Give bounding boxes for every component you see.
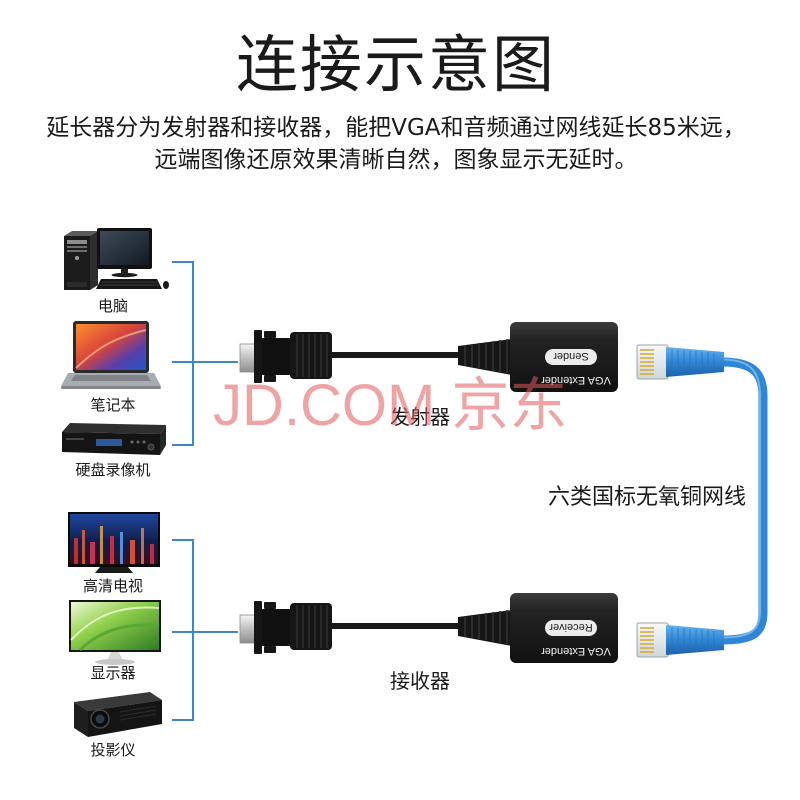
receiver-extender-box: Receiver VGA Extender	[510, 593, 618, 663]
sender-badge-text: Sender	[553, 350, 589, 362]
display-bracket	[172, 539, 238, 721]
description-line-1: 延长器分为发射器和接收器，能把VGA和音频通过网线延长85米远，	[46, 115, 746, 141]
network-cable	[717, 357, 768, 645]
sender-badge	[545, 349, 597, 365]
device-label-monitor: 显示器	[90, 664, 136, 682]
sender-strain-relief	[458, 339, 512, 375]
device-label-tv: 高清电视	[82, 577, 143, 595]
receiver-model-text: VGA Extender	[541, 645, 611, 657]
sender-vga-connector	[239, 330, 332, 383]
device-label-dvr: 硬盘录像机	[75, 461, 151, 479]
sender-extender-box: Sender VGA Extender	[510, 322, 618, 392]
page-title: 连接示意图	[235, 28, 556, 101]
device-label-projector: 投影仪	[90, 741, 136, 759]
source-bracket	[172, 261, 238, 446]
monitor-stand	[107, 652, 123, 661]
dvr-display	[96, 439, 122, 446]
tv-icon	[68, 512, 160, 573]
computer-keyboard	[96, 279, 162, 289]
dvr-icon	[62, 423, 166, 455]
receiver-vga-cable	[331, 623, 461, 629]
description-line-2: 远端图像还原效果清晰自然，图象显示无延时。	[154, 147, 638, 173]
desktop-computer-icon	[64, 228, 169, 290]
sender-model-text: VGA Extender	[541, 374, 611, 386]
receiver-label: 接收器	[390, 669, 450, 693]
computer-monitor	[97, 228, 152, 278]
receiver-rj45-plug	[636, 622, 724, 658]
laptop-screen	[76, 324, 146, 370]
sender-label: 发射器	[390, 405, 450, 429]
receiver-strain-relief	[458, 610, 512, 646]
tv-stand	[95, 567, 133, 573]
receiver-badge-text: Receiver	[549, 621, 593, 633]
device-label-laptop: 笔记本	[90, 396, 136, 414]
computer-mouse	[163, 281, 169, 289]
receiver-badge	[545, 620, 597, 636]
receiver-vga-connector	[239, 601, 332, 654]
sender-vga-cable	[331, 352, 461, 358]
sender-unit: Sender VGA Extender	[239, 322, 618, 392]
receiver-unit: Receiver VGA Extender	[239, 593, 618, 663]
sender-rj45-plug	[636, 344, 724, 380]
laptop-icon	[61, 321, 161, 389]
network-cable-label: 六类国标无氧铜网线	[548, 485, 747, 510]
computer-tower	[64, 231, 98, 290]
projector-icon	[74, 692, 162, 737]
monitor-icon	[69, 600, 161, 665]
device-label-computer: 电脑	[97, 297, 128, 315]
